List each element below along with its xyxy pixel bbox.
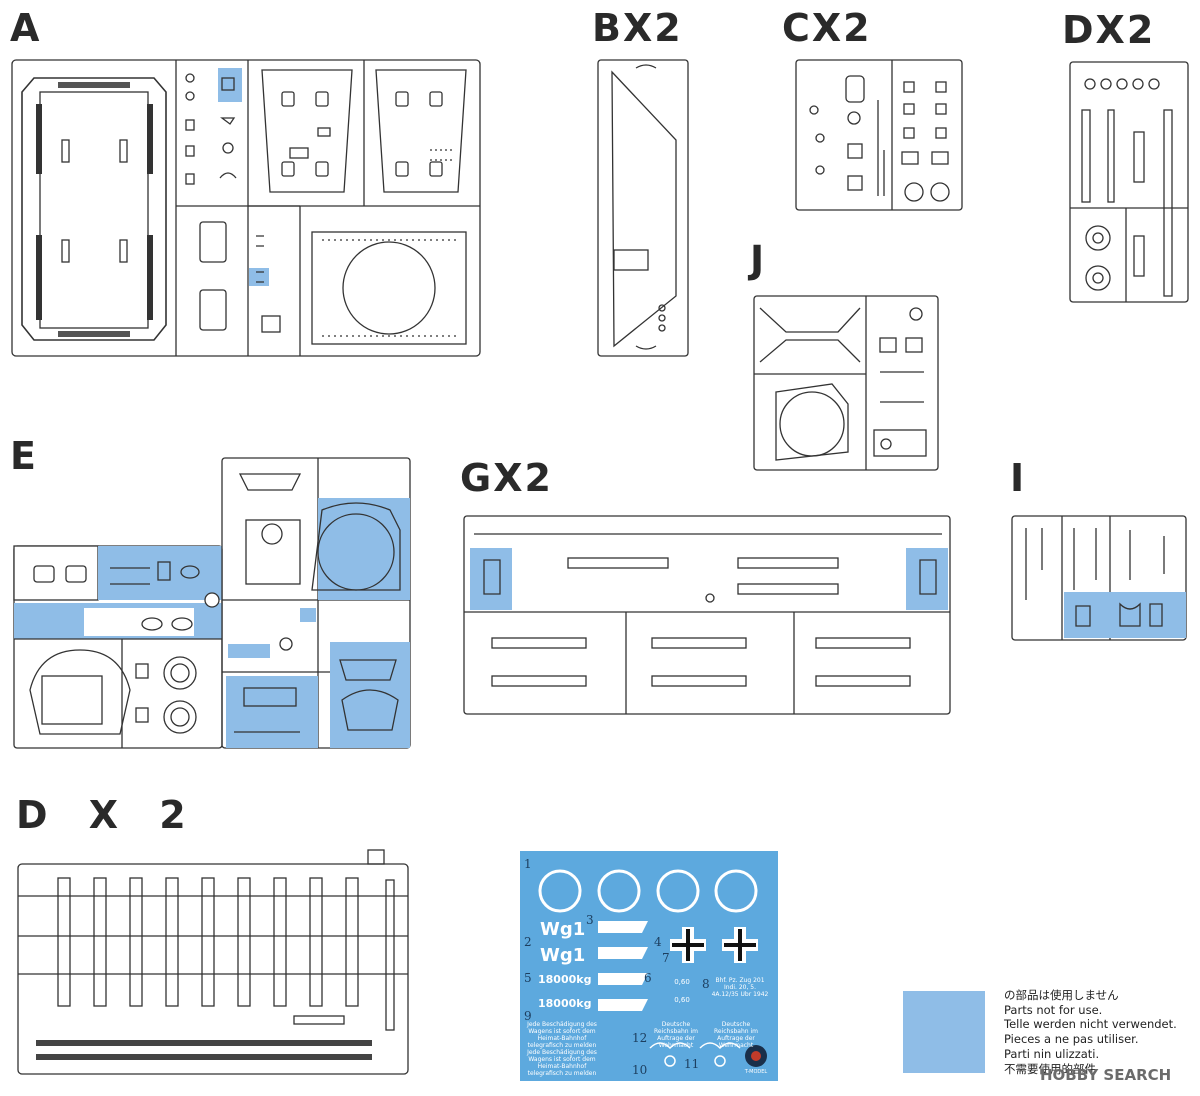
decal-graphics: [538, 869, 767, 1067]
unused-parts-legend: の部品は使用しません Parts not for use. Telle werd…: [1004, 988, 1177, 1076]
decal-dim-1: 0,60: [674, 978, 690, 986]
decal-reichsbahn-a: Deutsche Reichsbahn im Auftrage der Wehr…: [654, 1021, 698, 1049]
decal-num-12: 12: [632, 1031, 648, 1045]
decal-sheet: 1 2 3 4 5 6 7 8 9 10 11 12 Wg1 Wg1 18000…: [520, 851, 778, 1081]
decal-num-6: 6: [644, 971, 652, 985]
legend-japanese: の部品は使用しません: [1004, 988, 1119, 1002]
decal-num-4: 4: [654, 935, 662, 949]
eagle-decals: [649, 1042, 741, 1067]
decal-num-3: 3: [586, 913, 594, 927]
sprue-j: [753, 295, 939, 471]
sprue-c-label: CX2: [782, 6, 872, 50]
decal-num-9: 9: [524, 1009, 532, 1023]
sprue-d2-label: D X 2: [16, 793, 200, 837]
sprue-b-label: BX2: [592, 6, 683, 50]
legend-chinese: 不需要使用的部件: [1004, 1061, 1096, 1076]
sprue-i: [1011, 515, 1187, 641]
decal-num-8: 8: [702, 977, 710, 991]
decal-wg1-b: Wg1: [540, 945, 586, 966]
decal-weight-b: 18000kg: [538, 997, 592, 1010]
sprue-g: [463, 515, 951, 715]
decal-num-5: 5: [524, 971, 532, 985]
legend-german: Telle werden nicht verwendet.: [1004, 1017, 1177, 1032]
sprue-c: [795, 59, 963, 211]
watermark-logo: HOBBY SEARCH: [1040, 1066, 1172, 1084]
decal-dim-2: 0,60: [674, 996, 690, 1004]
legend-french: Pieces a ne pas utiliser.: [1004, 1032, 1139, 1047]
decal-num-11: 11: [684, 1057, 700, 1071]
sprue-j-label: J: [750, 238, 767, 282]
sprue-i-label: I: [1010, 456, 1027, 500]
decal-num-2: 2: [524, 935, 532, 949]
decal-plate: Bhf. Pz. Zug 201 Indi. 20, 5. 4A.12/35 U…: [711, 977, 769, 998]
decal-wg1-a: Wg1: [540, 919, 586, 940]
sprue-d-label: DX2: [1062, 8, 1156, 52]
sprue-b: [597, 59, 689, 357]
decal-num-7: 7: [662, 951, 670, 965]
decal-reichsbahn-b: Deutsche Reichsbahn im Auftrage der Wehr…: [714, 1021, 758, 1049]
decal-warning-a: Jede Beschädigung des Wagens ist sofort …: [527, 1021, 597, 1049]
sprue-e: [13, 457, 411, 749]
balkenkreuz-decals: [670, 927, 758, 963]
legend-italian: Parti nin ulizzati.: [1004, 1046, 1100, 1061]
sprue-e-label: E: [10, 434, 38, 478]
decal-num-1: 1: [524, 857, 532, 871]
sprue-a: [11, 59, 481, 357]
sprue-a-label: A: [10, 6, 42, 50]
decal-brand: T-MODEL: [744, 1069, 768, 1075]
sprue-d-tracks: [17, 849, 409, 1075]
unused-parts-swatch: [903, 991, 985, 1073]
decal-num-10: 10: [632, 1063, 648, 1077]
legend-english: Parts not for use.: [1004, 1002, 1103, 1017]
decal-warning-b: Jede Beschädigung des Wagens ist sofort …: [527, 1049, 597, 1077]
sprue-d-top: [1069, 61, 1189, 303]
sprue-g-label: GX2: [460, 456, 553, 500]
decal-weight-a: 18000kg: [538, 973, 592, 986]
